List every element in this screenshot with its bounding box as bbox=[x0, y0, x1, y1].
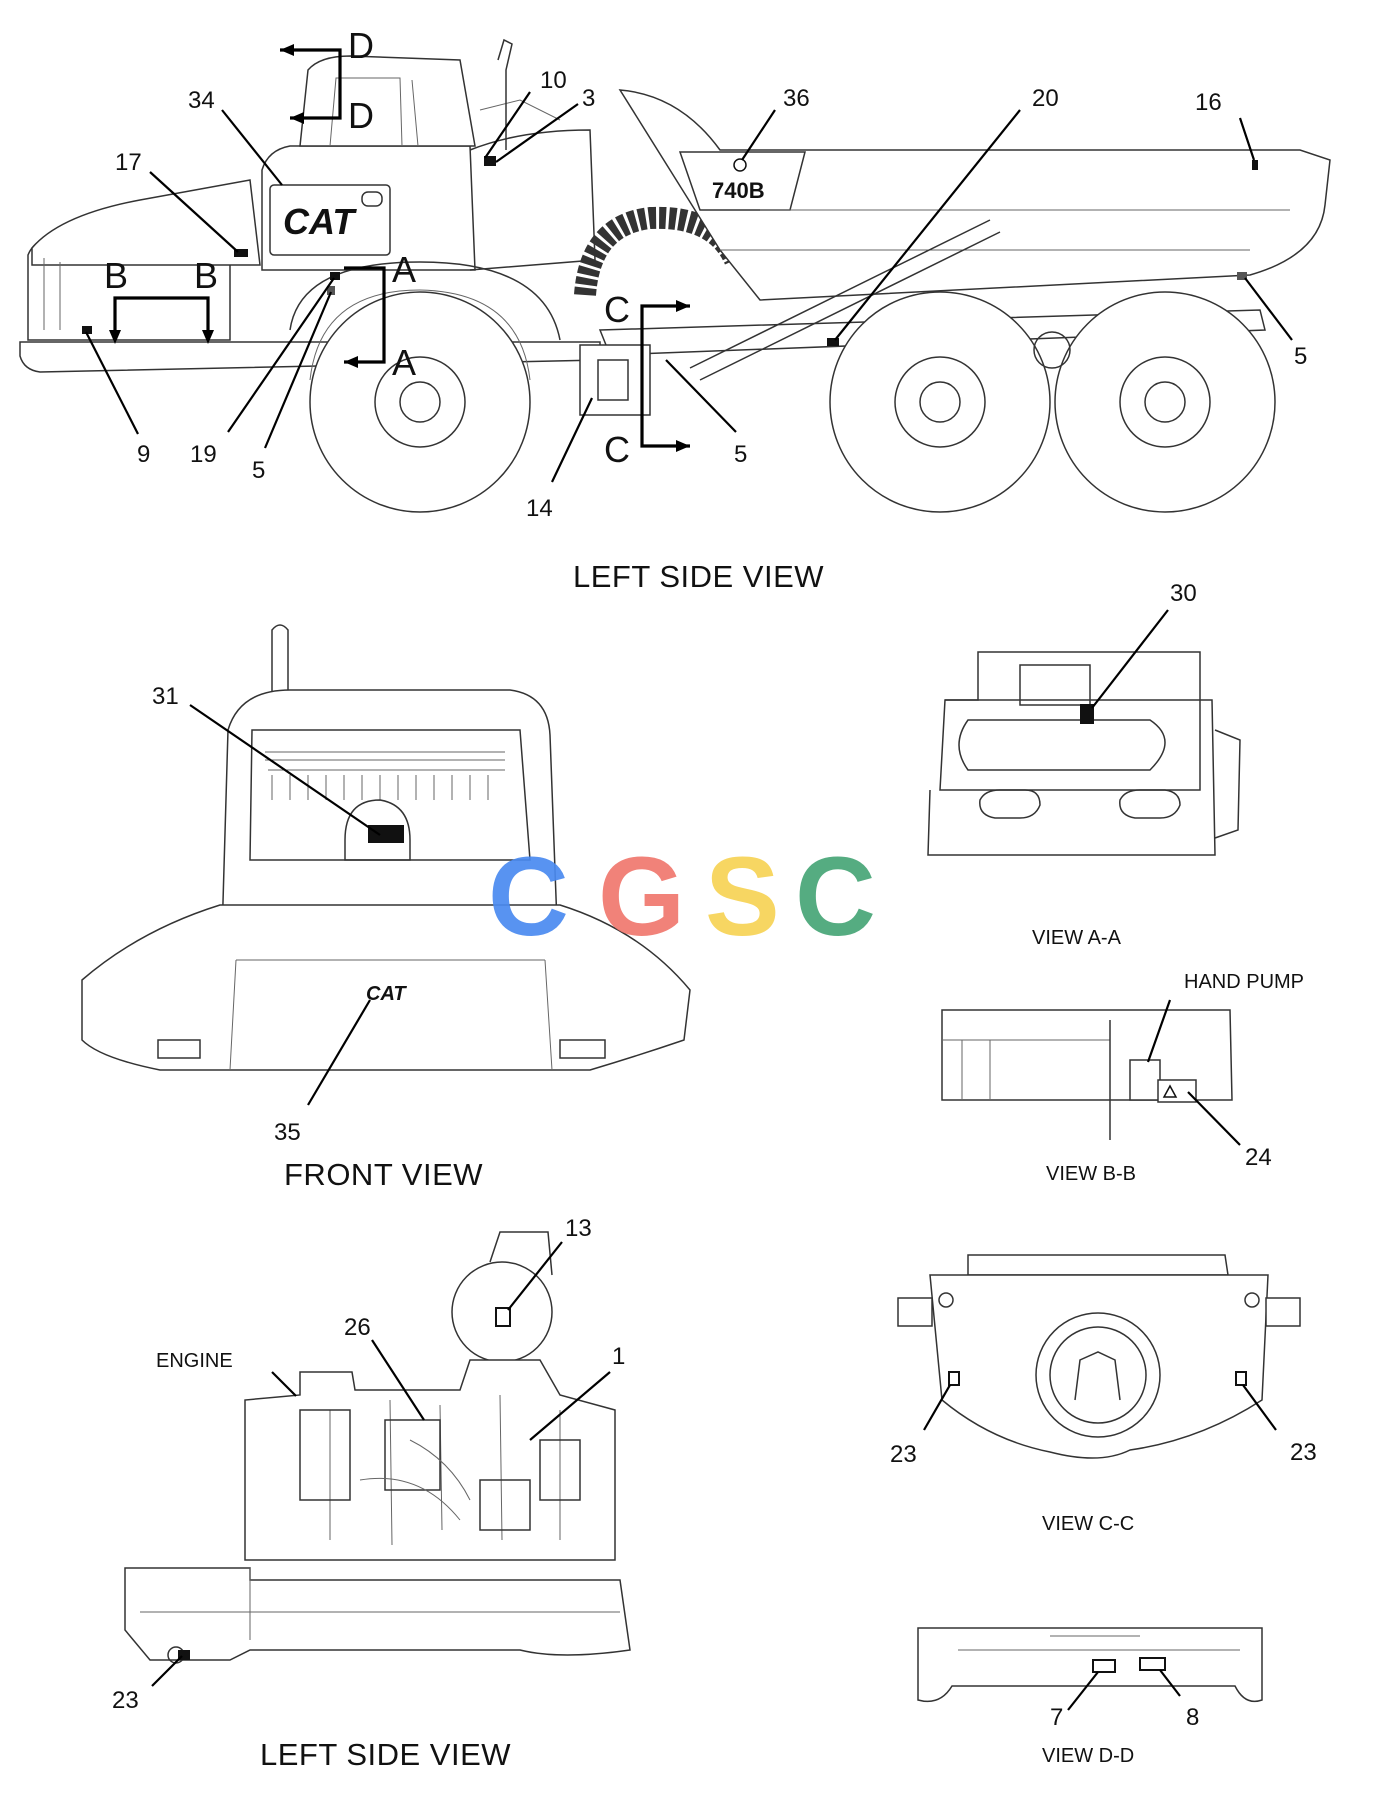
decal-marks-top bbox=[82, 156, 1258, 346]
label-engine: ENGINE bbox=[156, 1350, 233, 1372]
front-view-truck: CAT 31 35 bbox=[81, 624, 691, 1146]
callout-31: 31 bbox=[152, 683, 179, 710]
title-view-bb: VIEW B-B bbox=[1046, 1163, 1136, 1185]
cat-side-logo: CAT bbox=[283, 201, 357, 242]
callout-7: 7 bbox=[1050, 1704, 1063, 1731]
title-left-side-view-bottom: LEFT SIDE VIEW bbox=[260, 1737, 511, 1772]
label-hand-pump: HAND PUMP bbox=[1184, 971, 1304, 993]
callout-14: 14 bbox=[526, 495, 553, 522]
callouts-top: 34 17 10 3 36 20 16 5 9 19 5 14 5 bbox=[85, 67, 1307, 522]
watermark-letter-c2: C bbox=[795, 834, 876, 959]
left-side-view-engine: 13 26 1 ENGINE 23 bbox=[112, 1215, 631, 1714]
callout-24: 24 bbox=[1245, 1144, 1272, 1171]
callout-3: 3 bbox=[582, 85, 595, 112]
view-aa-detail: 30 bbox=[927, 580, 1241, 856]
section-b-right: B bbox=[194, 255, 218, 296]
callout-35: 35 bbox=[274, 1119, 301, 1146]
section-markers: D D A A B B C C bbox=[104, 25, 690, 470]
section-b-left: B bbox=[104, 255, 128, 296]
callout-26: 26 bbox=[344, 1314, 371, 1341]
watermark-letter-s: S bbox=[705, 834, 780, 959]
callout-36: 36 bbox=[783, 85, 810, 112]
callout-1: 1 bbox=[612, 1343, 625, 1370]
section-c-bottom: C bbox=[604, 429, 630, 470]
watermark-letter-c1: C bbox=[488, 834, 569, 959]
callout-10: 10 bbox=[540, 67, 567, 94]
callout-17: 17 bbox=[115, 149, 142, 176]
callout-5-right: 5 bbox=[1294, 343, 1307, 370]
callout-5-mid: 5 bbox=[734, 441, 747, 468]
model-plate-740b: 740B bbox=[712, 178, 765, 203]
watermark-letter-g: G bbox=[598, 834, 685, 959]
callout-9: 9 bbox=[137, 441, 150, 468]
cat-front-logo: CAT bbox=[366, 983, 407, 1005]
callout-19: 19 bbox=[190, 441, 217, 468]
callout-34: 34 bbox=[188, 87, 215, 114]
cgsc-watermark: C G S C bbox=[488, 834, 876, 959]
section-d-bottom: D bbox=[348, 95, 374, 136]
section-c-top: C bbox=[604, 289, 630, 330]
callout-5-left: 5 bbox=[252, 457, 265, 484]
callout-23-bottom: 23 bbox=[112, 1687, 139, 1714]
callout-23-view-cc-right: 23 bbox=[1290, 1439, 1317, 1466]
section-d-top: D bbox=[348, 25, 374, 66]
title-view-aa: VIEW A-A bbox=[1032, 927, 1122, 949]
view-cc-detail: 23 23 bbox=[890, 1254, 1317, 1468]
left-side-view-truck: CAT 740B bbox=[19, 38, 1331, 513]
view-dd-detail: 7 8 bbox=[917, 1627, 1263, 1731]
callout-16: 16 bbox=[1195, 89, 1222, 116]
callout-13: 13 bbox=[565, 1215, 592, 1242]
title-front-view: FRONT VIEW bbox=[284, 1157, 483, 1192]
callout-30: 30 bbox=[1170, 580, 1197, 607]
callout-20: 20 bbox=[1032, 85, 1059, 112]
callout-23-view-cc-left: 23 bbox=[890, 1441, 917, 1468]
callout-8: 8 bbox=[1186, 1704, 1199, 1731]
title-view-dd: VIEW D-D bbox=[1042, 1745, 1134, 1767]
section-a-bottom: A bbox=[392, 342, 416, 383]
title-left-side-view-top: LEFT SIDE VIEW bbox=[573, 559, 824, 594]
title-view-cc: VIEW C-C bbox=[1042, 1513, 1134, 1535]
section-a-top: A bbox=[392, 249, 416, 290]
view-bb-detail: HAND PUMP 24 bbox=[941, 971, 1304, 1171]
